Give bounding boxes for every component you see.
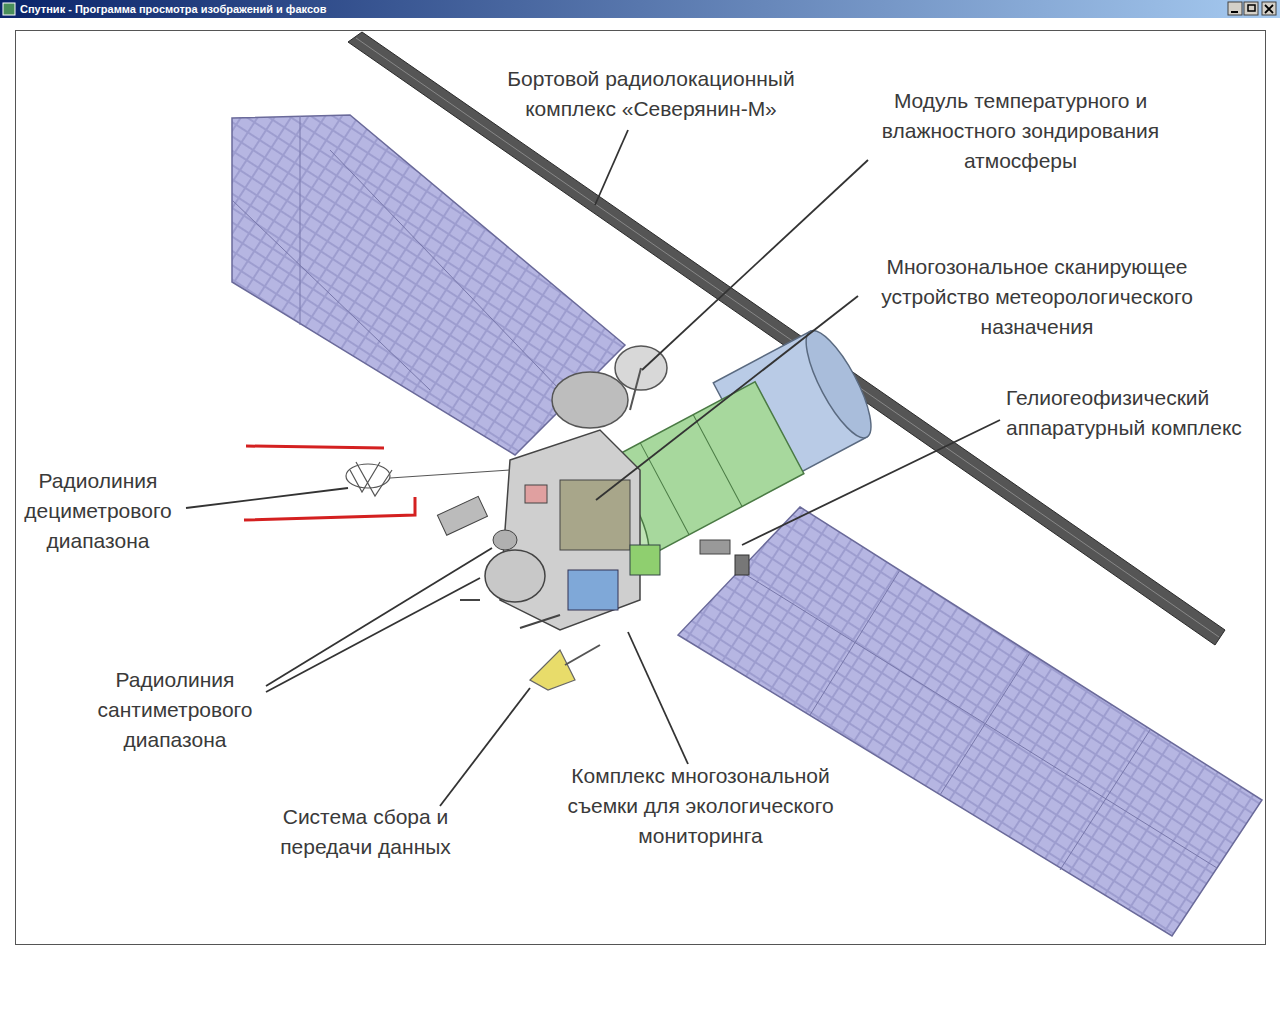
- part-label: Система сбора и передачи данных: [258, 802, 473, 862]
- part-label: Радиолиния сантиметрового диапазона: [86, 665, 264, 755]
- part-label: Многозональное сканирующее устройство ме…: [862, 252, 1212, 342]
- part-label: Модуль температурного и влажностного зон…: [848, 86, 1193, 176]
- part-label: Радиолиния дециметрового диапазона: [12, 466, 184, 556]
- part-label: Гелиогеофизический аппаратурный комплекс: [1006, 383, 1268, 443]
- part-label: Комплекс многозональной съемки для эколо…: [548, 761, 853, 851]
- part-label: Бортовой радиолокационный комплекс «Севе…: [486, 64, 816, 124]
- window-title: Спутник - Программа просмотра изображени…: [20, 1, 327, 17]
